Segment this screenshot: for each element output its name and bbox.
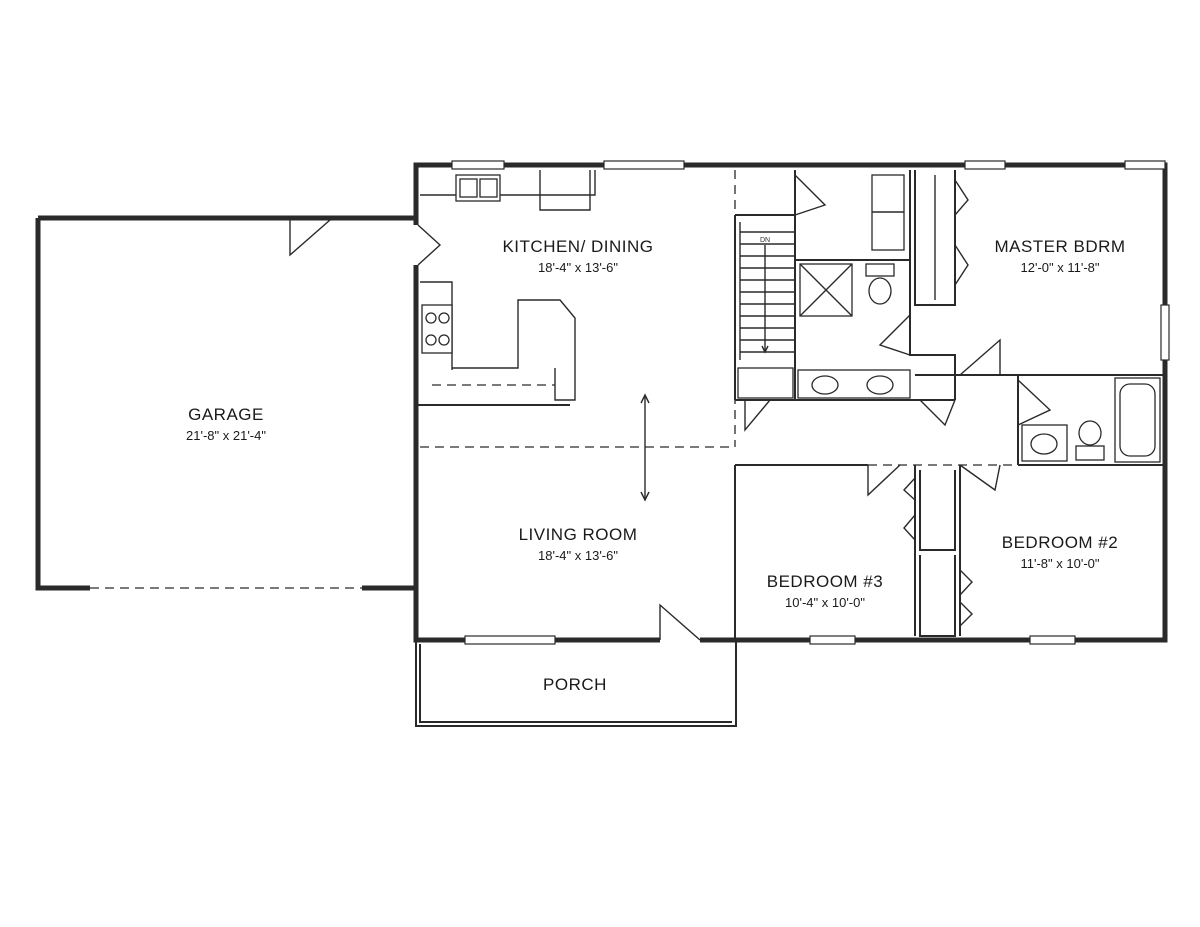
toilet-icon	[868, 277, 892, 305]
bedroom2-dims: 11'-8" x 10'-0"	[1021, 556, 1100, 571]
living-dims: 18'-4" x 13'-6"	[538, 548, 618, 563]
stairs: DN	[737, 222, 795, 399]
master-name: MASTER BDRM	[994, 237, 1125, 256]
kitchen-fixtures	[420, 170, 650, 502]
porch-name: PORCH	[543, 675, 607, 694]
windows	[451, 160, 1170, 645]
toilet-icon	[1078, 420, 1102, 446]
bath-fixtures	[797, 174, 1161, 463]
range-icon	[421, 304, 453, 354]
kitchen-name: KITCHEN/ DINING	[502, 237, 653, 256]
master-dims: 12'-0" x 11'-8"	[1021, 260, 1100, 275]
kitchen-dims: 18'-4" x 13'-6"	[538, 260, 618, 275]
bedroom3-dims: 10'-4" x 10'-0"	[785, 595, 865, 610]
stairs-down-label: DN	[760, 237, 770, 244]
exterior-walls	[35, 162, 1168, 727]
sink-icon	[1030, 433, 1058, 455]
room-labels: KITCHEN/ DINING 18'-4" x 13'-6" GARAGE 2…	[186, 237, 1125, 694]
doors	[289, 174, 1052, 644]
bedroom2-name: BEDROOM #2	[1002, 533, 1118, 552]
sink-icon	[811, 375, 839, 395]
garage-name: GARAGE	[188, 405, 264, 424]
sink-icon	[866, 375, 894, 395]
bedroom3-name: BEDROOM #3	[767, 572, 883, 591]
living-name: LIVING ROOM	[519, 525, 638, 544]
garage-dims: 21'-8" x 21'-4"	[186, 428, 266, 443]
